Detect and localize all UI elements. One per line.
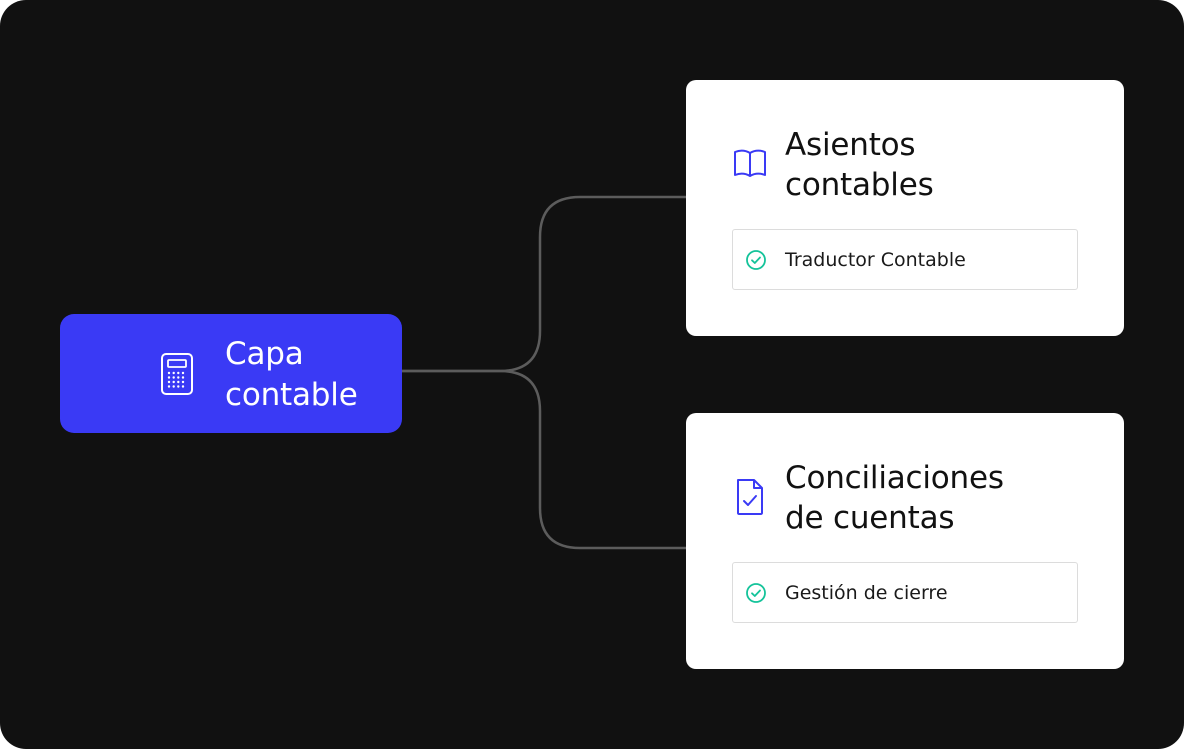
card-title: Conciliaciones de cuentas: [785, 460, 1004, 536]
conciliaciones-de-cuentas-card: Conciliaciones de cuentas Gestión de cie…: [686, 413, 1124, 669]
document-check-icon: [737, 479, 763, 515]
check-circle-icon: [746, 583, 766, 603]
tool-chip-label: Traductor Contable: [785, 249, 966, 271]
tool-chip-gestion-de-cierre: Gestión de cierre: [732, 562, 1078, 623]
capa-contable-node: Capa contable: [60, 314, 402, 433]
connector-to-asientos: [402, 195, 686, 373]
calculator-icon: [161, 353, 193, 395]
book-open-icon: [734, 149, 766, 177]
card-title: Asientos contables: [785, 127, 934, 203]
tool-chip-label: Gestión de cierre: [785, 582, 948, 604]
connector-to-conciliaciones: [402, 369, 686, 550]
asientos-contables-card: Asientos contables Traductor Contable: [686, 80, 1124, 336]
source-title: Capa contable: [225, 336, 358, 413]
check-circle-icon: [746, 250, 766, 270]
tool-chip-traductor-contable: Traductor Contable: [732, 229, 1078, 290]
